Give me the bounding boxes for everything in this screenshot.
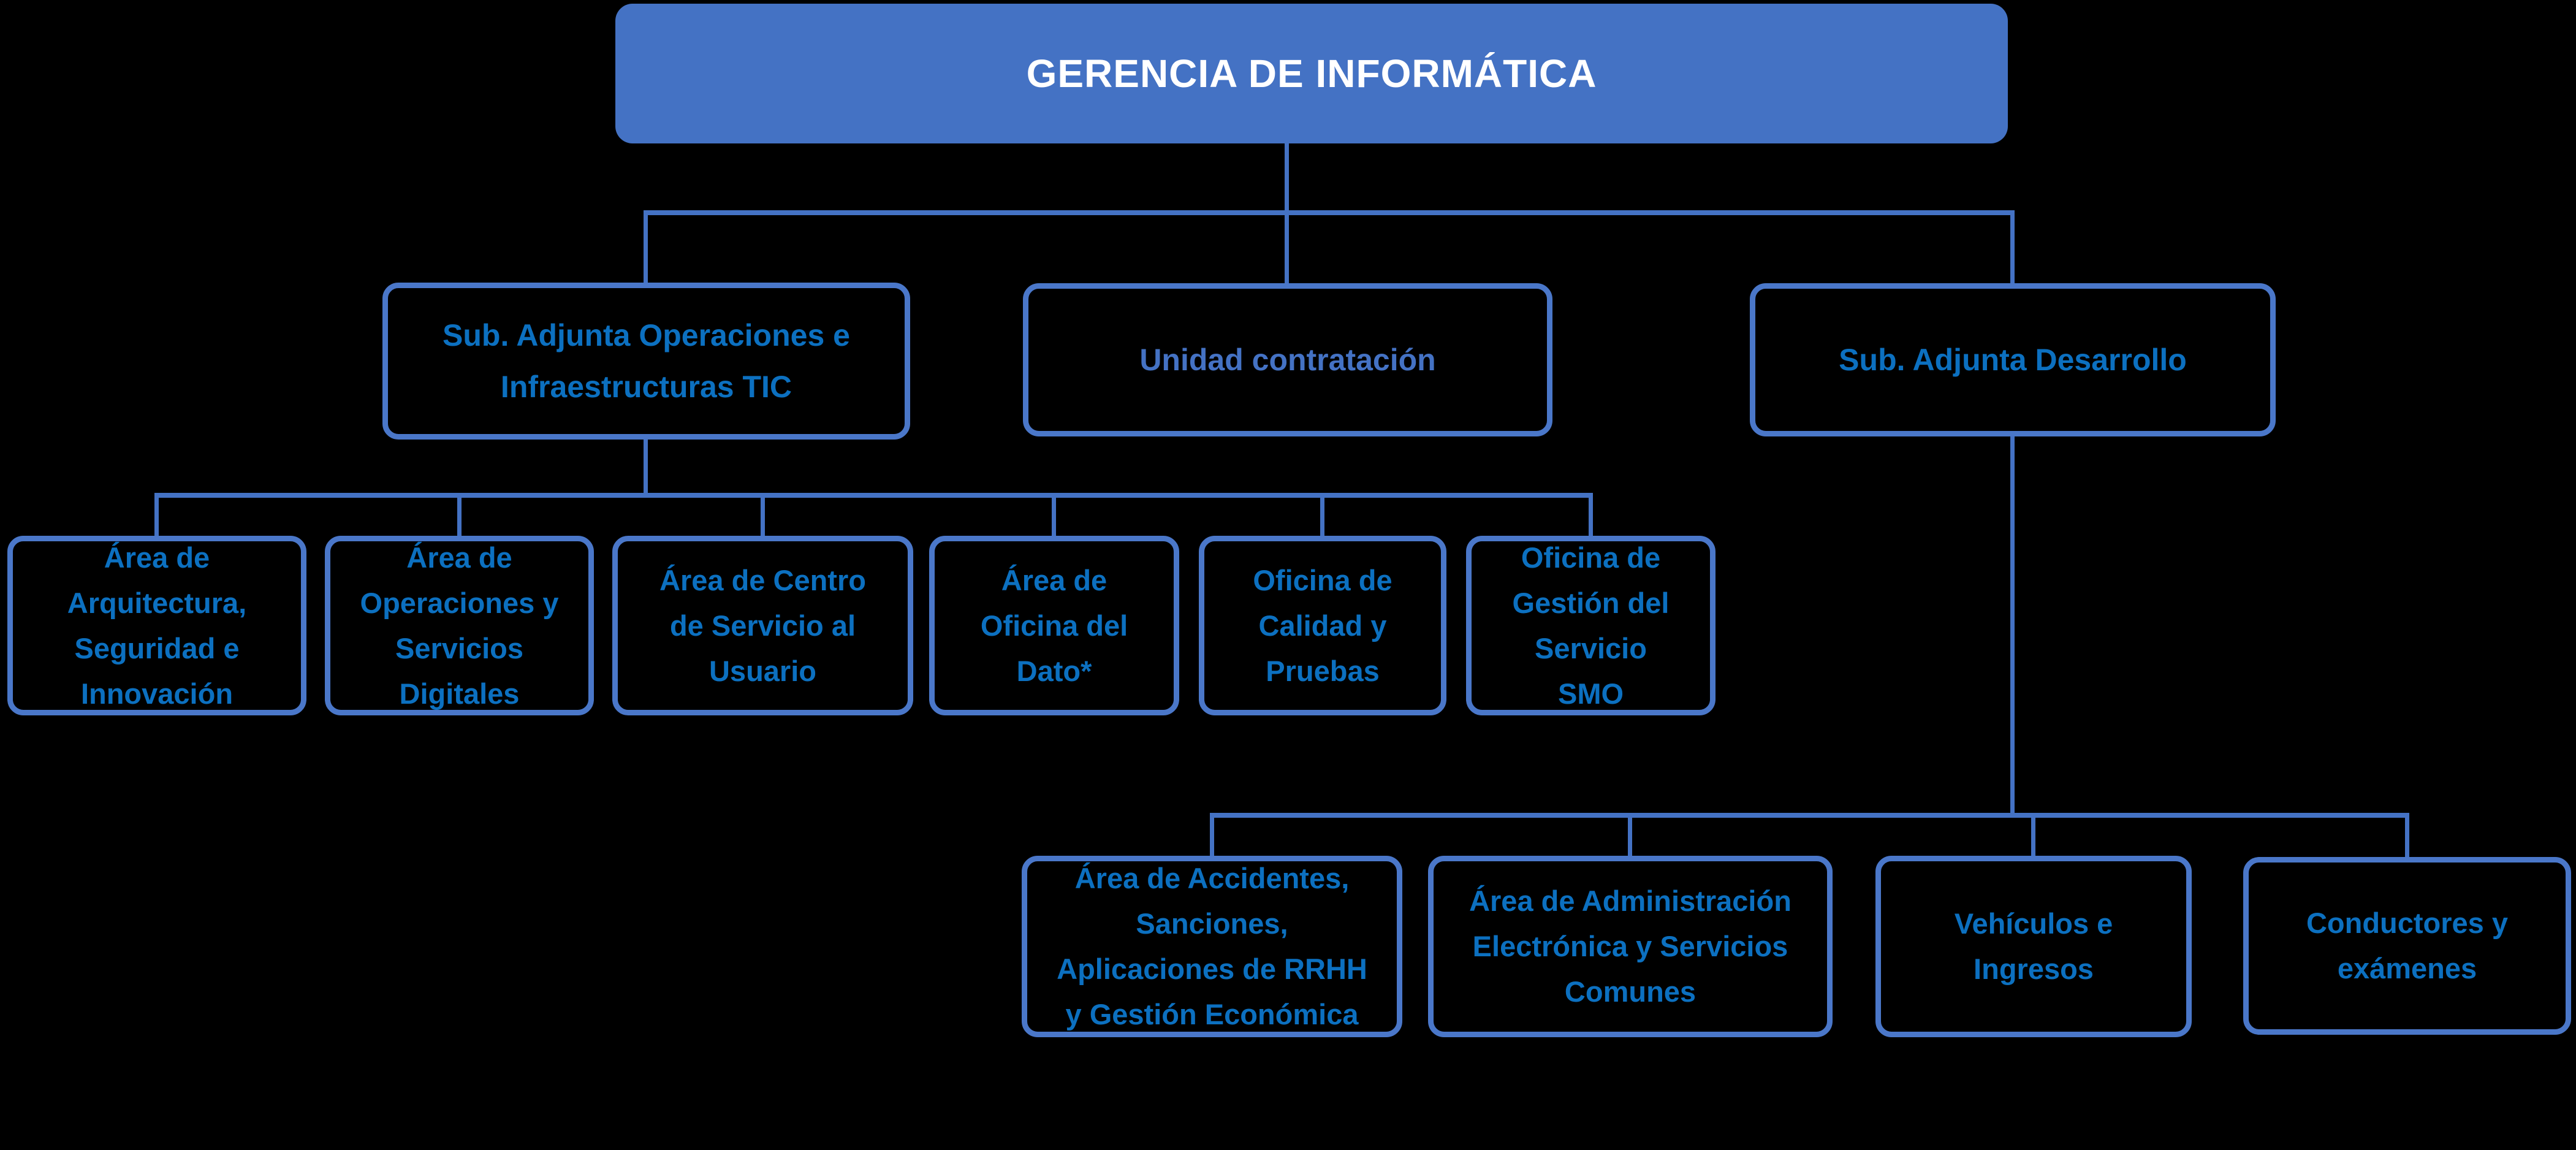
org-node-area-accidentes-sanciones-rrhh: Área de Accidentes, Sanciones, Aplicacio…	[1022, 856, 1402, 1037]
org-node-vehiculos-ingresos: Vehículos e Ingresos	[1875, 856, 2192, 1037]
org-node-gerencia-informatica: GERENCIA DE INFORMÁTICA	[615, 4, 2008, 143]
org-node-label: Oficina de Gestión del Servicio SMO	[1512, 541, 1670, 710]
org-node-unidad-contratacion: Unidad contratación	[1023, 283, 1552, 436]
org-node-oficina-calidad-pruebas: Oficina de Calidad y Pruebas	[1199, 536, 1446, 715]
connector-level3-bus	[154, 493, 1593, 498]
org-node-label: Oficina de Calidad y Pruebas	[1253, 563, 1392, 687]
connector-drop-contratacion	[1285, 213, 1289, 283]
org-node-label: Área de Arquitectura, Seguridad e Innova…	[67, 541, 247, 710]
org-node-label: Sub. Adjunta Desarrollo	[1839, 343, 2187, 377]
connector-root-feeder	[1285, 143, 1289, 213]
connector-drop-desarrollo	[2010, 213, 2015, 283]
org-node-label: Área de Accidentes, Sanciones, Aplicacio…	[1057, 862, 1367, 1030]
connector-level4-bus	[1210, 813, 2409, 818]
org-node-sub-adjunta-operaciones: Sub. Adjunta Operaciones e Infraestructu…	[382, 283, 910, 440]
connector-drop-operaciones-digitales	[457, 495, 462, 536]
connector-level2-bus	[644, 210, 2015, 215]
connector-drop-administracion	[1628, 815, 1632, 856]
org-node-label: Área de Centro de Servicio al Usuario	[659, 563, 866, 687]
connector-desarrollo-feeder	[2010, 436, 2015, 815]
org-node-area-arquitectura-seguridad-innovacion: Área de Arquitectura, Seguridad e Innova…	[7, 536, 306, 715]
connector-drop-accidentes	[1210, 815, 1214, 856]
connector-drop-centro-servicio	[761, 495, 765, 536]
org-node-label: Área de Oficina del Dato*	[980, 563, 1128, 687]
connector-drop-conductores	[2405, 815, 2409, 857]
connector-drop-operaciones	[644, 213, 648, 283]
org-node-label: Sub. Adjunta Operaciones e Infraestructu…	[443, 318, 850, 404]
org-node-label: Conductores y exámenes	[2306, 907, 2509, 984]
org-node-label: Vehículos e Ingresos	[1954, 907, 2113, 985]
connector-operaciones-feeder	[644, 440, 648, 495]
org-node-sub-adjunta-desarrollo: Sub. Adjunta Desarrollo	[1750, 283, 2276, 436]
org-node-conductores-examenes: Conductores y exámenes	[2243, 857, 2571, 1035]
org-node-label: GERENCIA DE INFORMÁTICA	[1026, 51, 1597, 96]
connector-drop-calidad	[1320, 495, 1324, 536]
connector-drop-oficina-dato	[1052, 495, 1056, 536]
org-node-area-centro-servicio-usuario: Área de Centro de Servicio al Usuario	[612, 536, 913, 715]
connector-drop-arquitectura	[154, 495, 159, 536]
connector-drop-smo	[1589, 495, 1593, 536]
org-node-area-operaciones-servicios-digitales: Área de Operaciones y Servicios Digitale…	[325, 536, 594, 715]
org-node-area-administracion-electronica: Área de Administración Electrónica y Ser…	[1428, 856, 1833, 1037]
connector-drop-vehiculos	[2031, 815, 2035, 856]
org-node-label: Unidad contratación	[1139, 343, 1436, 377]
org-node-area-oficina-del-dato: Área de Oficina del Dato*	[929, 536, 1179, 715]
org-node-label: Área de Administración Electrónica y Ser…	[1469, 885, 1791, 1008]
org-node-label: Área de Operaciones y Servicios Digitale…	[360, 541, 559, 710]
org-node-oficina-gestion-servicio-smo: Oficina de Gestión del Servicio SMO	[1466, 536, 1715, 715]
